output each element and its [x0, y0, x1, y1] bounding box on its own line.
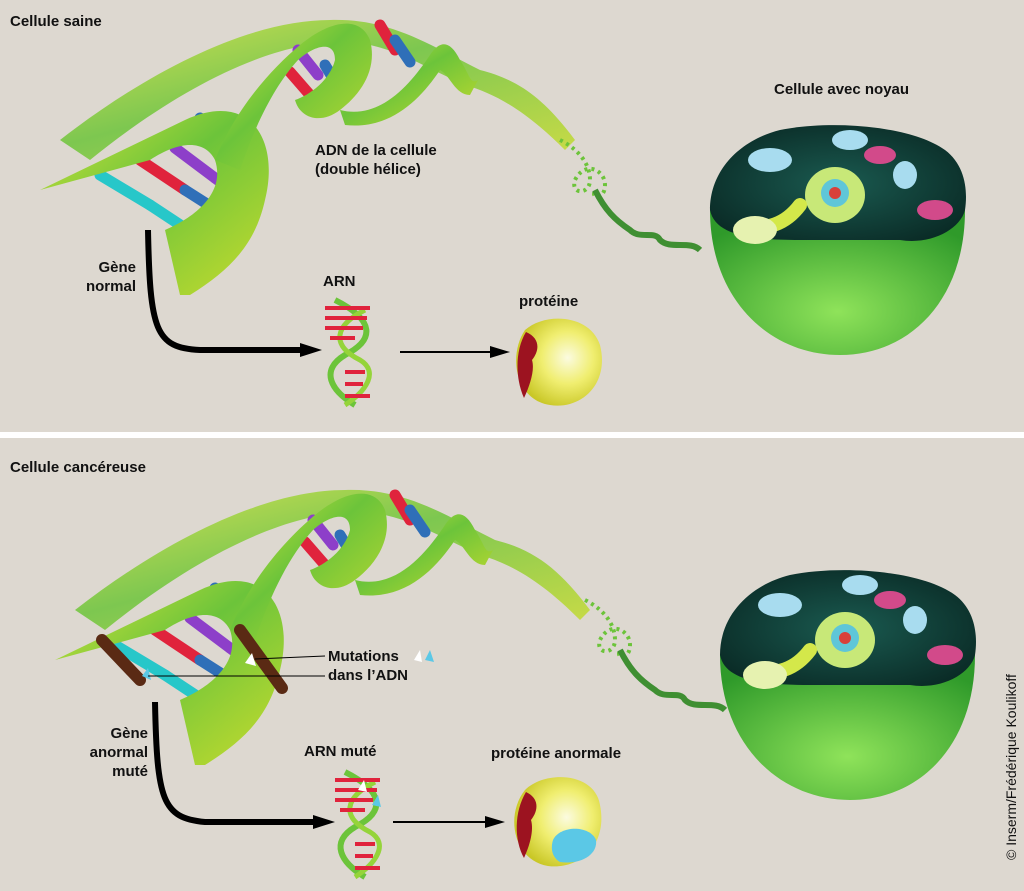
- gene-label-line3: muté: [112, 763, 148, 780]
- credit-line: © Inserm/Frédérique Koulikoff: [1003, 674, 1019, 860]
- mutated-rna-label: ARN muté: [304, 743, 377, 760]
- rna-label: ARN: [323, 273, 356, 290]
- abnormal-protein-shape: [514, 777, 602, 867]
- rna-strand: [325, 300, 370, 405]
- bottom-section-title: Cellule cancéreuse: [10, 459, 146, 476]
- arrow-head: [300, 343, 322, 357]
- mutation-label-line2: dans l’ADN: [328, 667, 409, 684]
- healthy-dna-helix: [40, 20, 575, 295]
- gene-to-rna-arrow: [145, 229, 305, 353]
- top-section-title: Cellule saine: [10, 13, 102, 30]
- protein-shape: [516, 318, 602, 406]
- mutated-rna-strand: [335, 772, 381, 877]
- mutation-pointer: [254, 655, 326, 660]
- abnormal-protein-label: protéine anormale: [491, 745, 622, 762]
- dna-label-line2: (double hélice): [315, 161, 421, 178]
- cell-label: Cellule avec noyau: [774, 81, 910, 98]
- cancer-cell-illustration: [585, 570, 976, 800]
- gene-to-rna-arrow: [152, 701, 318, 825]
- arrow-head: [313, 815, 335, 829]
- gene-label-line2: anormal: [89, 744, 148, 761]
- mutation-label-line1: Mutations: [328, 648, 399, 665]
- arrow-head: [490, 346, 510, 358]
- healthy-cell-illustration: [560, 125, 966, 355]
- arrow-head: [485, 816, 505, 828]
- gene-label-line1: Gène: [98, 259, 136, 276]
- protein-label: protéine: [519, 293, 579, 310]
- gene-label-line1: Gène: [110, 725, 148, 742]
- section-divider: [0, 432, 1024, 438]
- dna-label-line1: ADN de la cellule: [315, 142, 437, 159]
- gene-label-line2: normal: [85, 278, 136, 295]
- mutation-legend-icons: [414, 650, 434, 662]
